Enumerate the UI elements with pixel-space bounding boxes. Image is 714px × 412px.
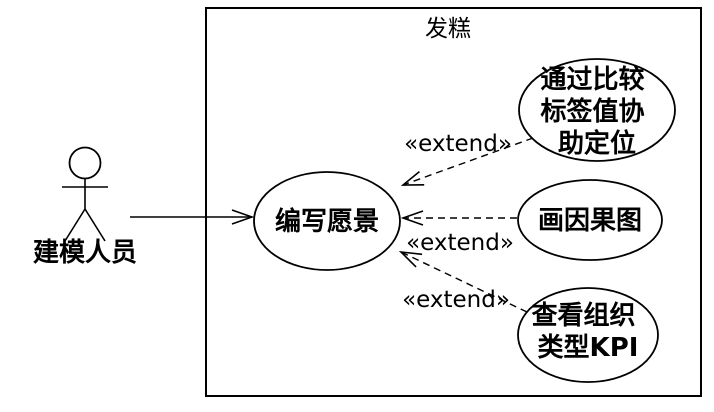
use-case-label-line: 类型KPI <box>538 333 639 363</box>
actor-leg-left <box>64 208 86 242</box>
use-case-write-vision-label: 编写愿景 <box>275 206 379 237</box>
use-case-label-line: 通过比较 <box>540 64 644 95</box>
use-case-label-line: 查看组织 <box>531 300 635 331</box>
use-case-compare-tag-values-label: 通过比较 标签值协 助定位 <box>540 64 653 159</box>
use-case-view-org-kpi <box>517 287 659 383</box>
extend-label-bottom: «extend» <box>402 287 510 313</box>
use-case-compare-tag-values <box>518 58 676 162</box>
extend-label-top: «extend» <box>404 131 512 157</box>
system-title: 发糕 <box>425 16 471 42</box>
actor-label: 建模人员 <box>33 238 137 268</box>
extend-label-middle: «extend» <box>406 230 514 256</box>
actor-head <box>68 146 102 180</box>
actor-leg-right <box>84 208 106 242</box>
use-case-view-org-kpi-label: 查看组织 类型KPI <box>531 300 644 363</box>
use-case-draw-cause-effect-label: 画因果图 <box>538 206 642 236</box>
use-case-label-line: 助定位 <box>558 128 636 159</box>
use-case-write-vision <box>253 171 401 271</box>
system-boundary-box <box>205 7 702 397</box>
use-case-draw-cause-effect <box>517 179 663 261</box>
actor-figure <box>62 146 108 242</box>
use-case-label-line: 标签值协 <box>540 96 644 127</box>
